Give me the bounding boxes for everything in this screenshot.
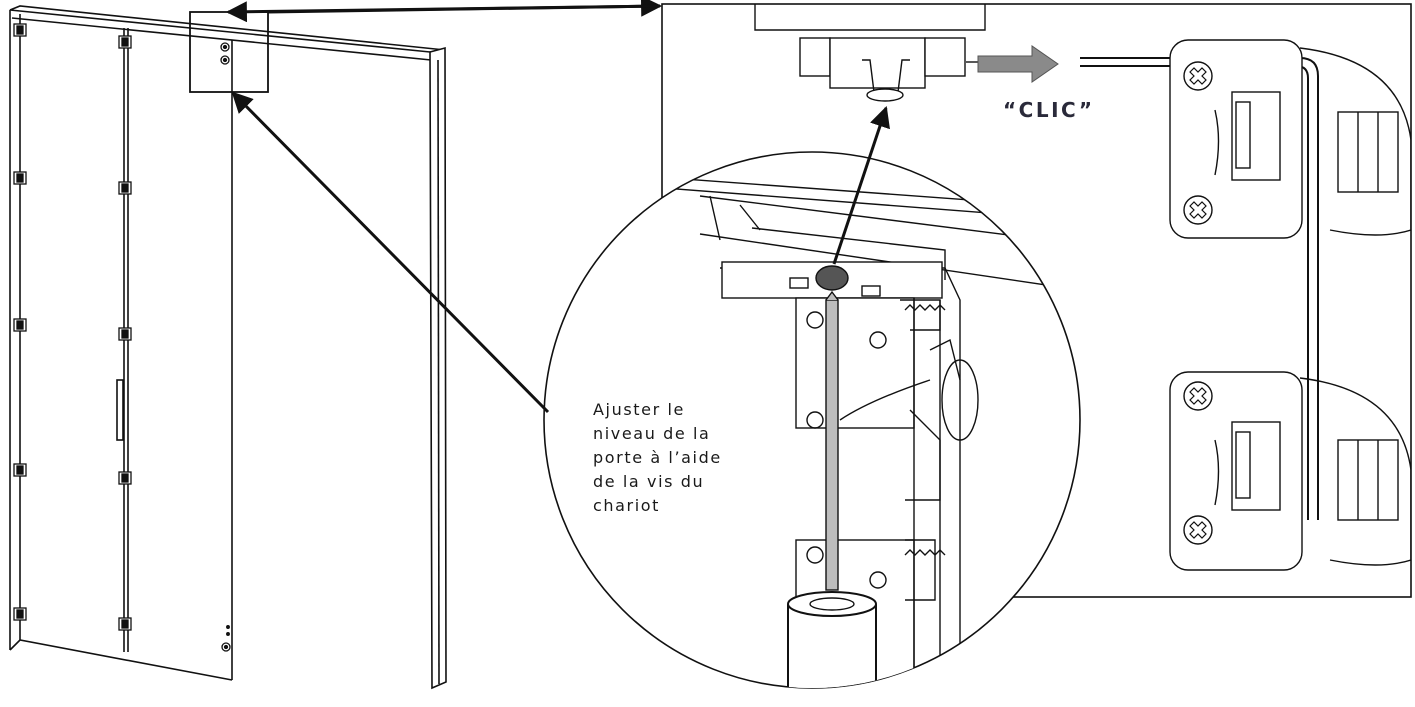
hinge-icon [118,471,132,485]
carriage-screws [220,42,231,652]
cross-screw-icon [1183,195,1213,225]
hinge-icon [118,35,132,49]
hinge-icons [13,23,132,631]
hinge-icon [13,171,27,185]
instruction-line: niveau de la [593,424,711,443]
screw-head-icon [815,265,849,291]
hinge-icon [118,327,132,341]
door-overview [9,5,447,690]
hinge-icon [13,318,27,332]
arrow-icon [225,1,661,23]
cross-screw-icon [1183,61,1213,91]
hinge-icon [13,463,27,477]
hinge-icon [118,181,132,195]
instruction-line: de la vis du [593,472,705,491]
instruction-line: Ajuster le [593,400,685,419]
hinge-icon [118,617,132,631]
instruction-line: chariot [593,496,661,515]
arrow-icon [231,91,550,414]
arrow-icon [832,106,890,265]
clic-sound-label: “CLIC” [1003,98,1095,122]
hinge-icon [13,607,27,621]
zoom-box [189,11,269,93]
cross-screw-icon [1183,515,1213,545]
instruction-callout: Ajuster le niveau de la porte à l’aide d… [593,398,753,518]
push-arrow-icon [977,45,1059,83]
instruction-line: porte à l’aide [593,448,722,467]
pointer-arrows [225,0,890,414]
cross-screw-icon [1183,381,1213,411]
hinge-icon [13,23,27,37]
magnified-circle [543,151,1081,689]
cross-screw-icons [1183,61,1213,545]
